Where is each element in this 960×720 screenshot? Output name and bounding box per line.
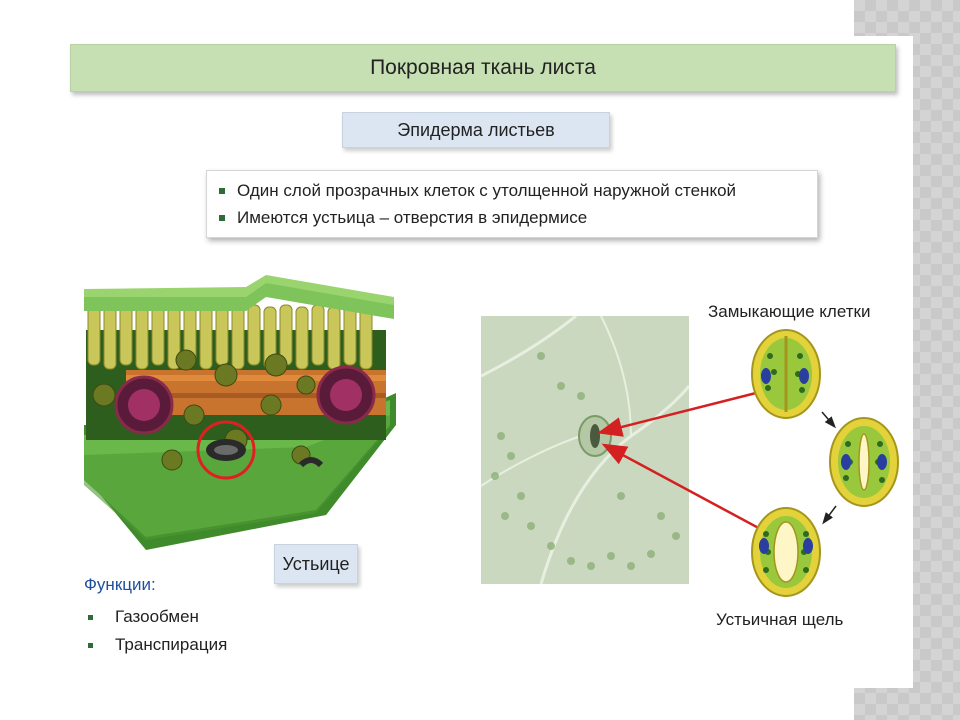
half-open-stoma-icon [829,417,899,507]
bullet-item: Имеются устьица – отверстия в эпидермисе [219,204,817,231]
function-item: Газообмен [84,603,227,631]
bullet-text: Один слой прозрачных клеток с утолщенной… [237,180,737,200]
stomatal-gap-label: Устьичная щель [716,610,844,629]
function-item: Транспирация [84,631,227,659]
bullet-marker [88,614,93,620]
closed-stoma-icon [751,329,821,419]
functions-title: Функции: [84,575,156,594]
bullet-list: Один слой прозрачных клеток с утолщенной… [206,170,818,238]
function-text: Газообмен [115,607,199,626]
slide-subtitle: Эпидерма листьев [342,112,610,148]
bullet-marker [219,214,225,221]
epidermis-micrograph [481,316,689,584]
bullet-text: Имеются устьица – отверстия в эпидермисе [237,207,588,227]
guard-cells-label: Замыкающие клетки [708,302,871,321]
bullet-item: Один слой прозрачных клеток с утолщенной… [219,177,817,204]
slide-title: Покровная ткань листа [70,44,896,92]
open-stoma-icon [751,507,821,597]
bullet-marker [219,187,225,194]
leaf-cross-section-illustration [84,275,396,550]
stomata-diagrams [751,329,899,597]
functions-section: Функции: Газообмен Транспирация [84,575,227,659]
function-text: Транспирация [115,635,228,654]
bullet-marker [88,642,93,648]
stoma-label-box: Устьице [274,544,358,584]
